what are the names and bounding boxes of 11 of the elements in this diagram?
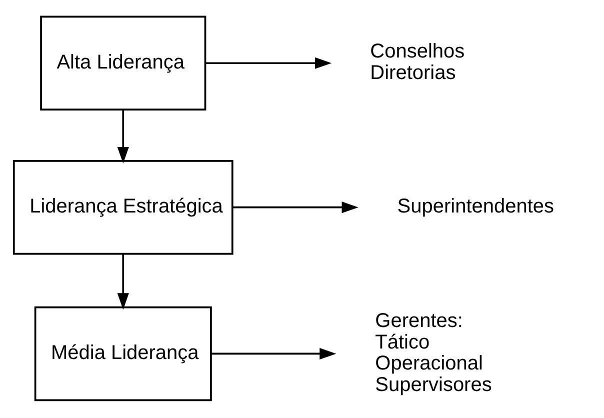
arrow [205, 56, 332, 68]
node-box: Média Liderança [34, 306, 212, 401]
node-box: Alta Liderança [40, 15, 206, 110]
arrow [232, 201, 358, 213]
node-text: Gerentes: Tático Operacional Supervisores [375, 309, 492, 396]
node-text: Superintendentes [397, 195, 554, 218]
node-text: Conselhos Diretorias [370, 40, 465, 84]
arrow [117, 253, 129, 310]
node-box: Liderança Estratégica [12, 160, 234, 254]
arrow [117, 109, 129, 164]
arrow [211, 347, 336, 360]
